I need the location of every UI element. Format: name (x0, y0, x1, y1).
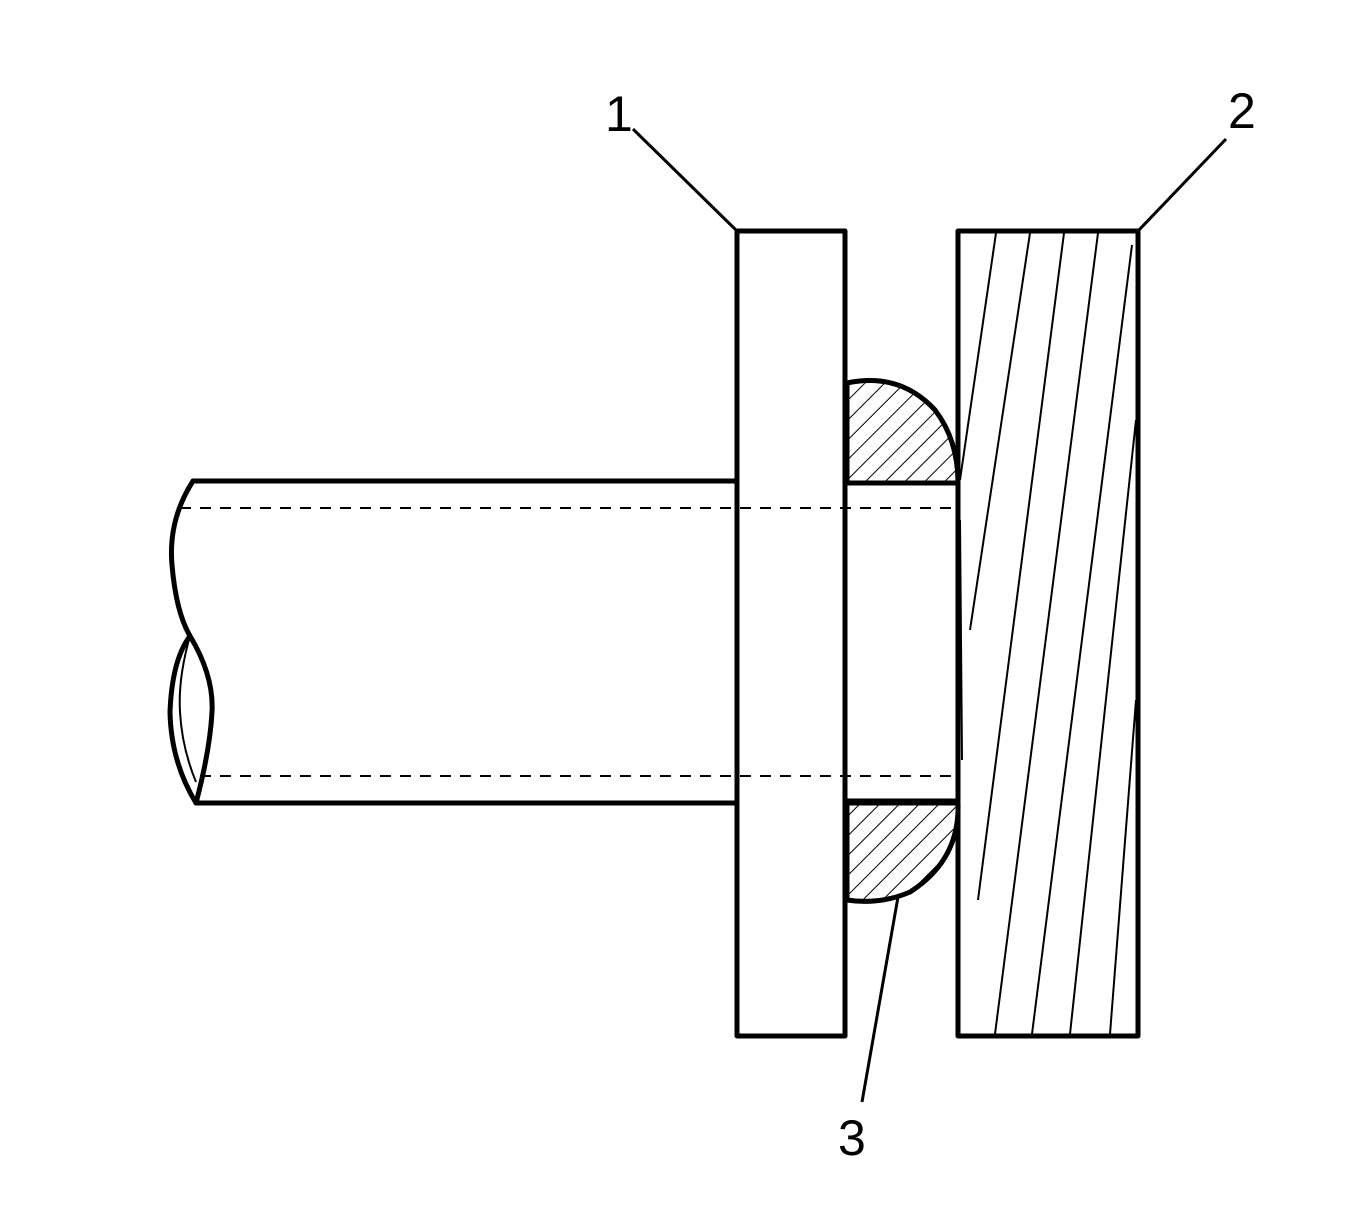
callout-label-2: 2 (1228, 83, 1256, 139)
flange-plate (734, 228, 848, 1039)
pipe (167, 478, 961, 806)
weld-bead (844, 378, 961, 904)
callout-label-1: 1 (605, 86, 633, 142)
leader-line-1 (631, 127, 739, 233)
leader-line-2 (1136, 137, 1228, 233)
base-plate (955, 228, 1141, 1039)
callout-label-3: 3 (838, 1110, 866, 1166)
leader-line-3 (860, 896, 900, 1103)
